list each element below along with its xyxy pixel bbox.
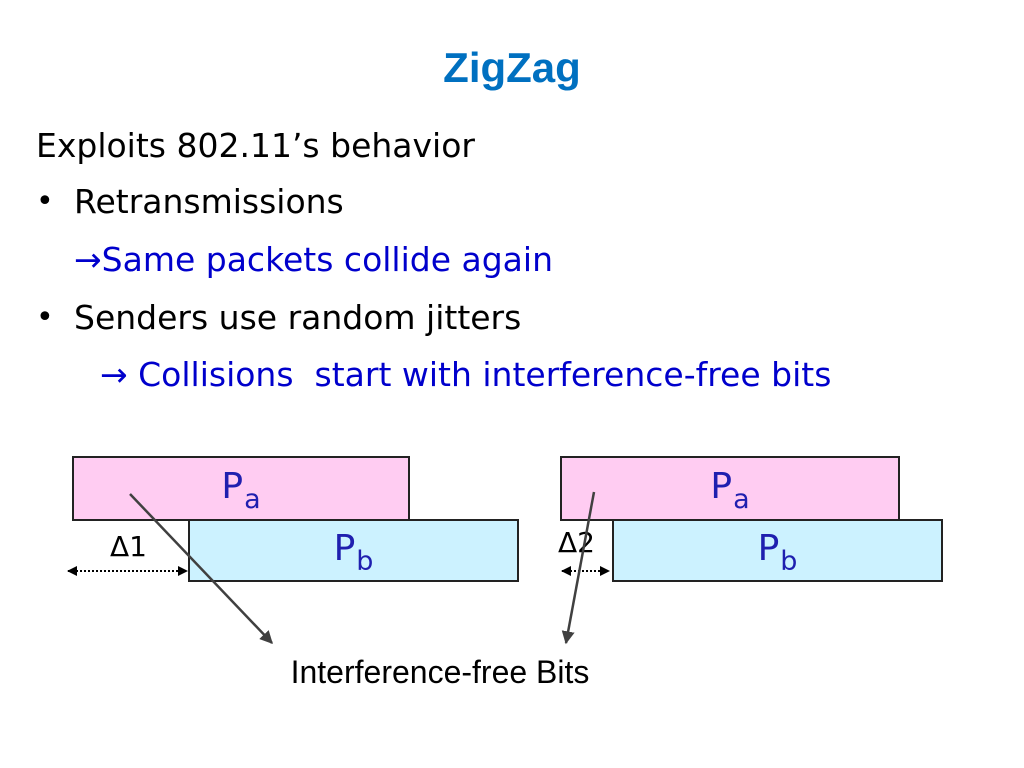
left-packet-b-box: Pb: [188, 519, 519, 582]
intro-line: Exploits 802.11’s behavior: [36, 126, 475, 165]
right-packet-b-label: Pb: [757, 528, 798, 578]
sub-point-collisions: → Collisions start with interference-fre…: [100, 355, 832, 394]
left-offset-label: Δ1: [110, 530, 147, 563]
left-packet-a-box: Pa: [72, 456, 410, 521]
label-base: P: [333, 528, 356, 569]
right-packet-b-box: Pb: [612, 519, 943, 582]
bullet-marker: •: [36, 184, 54, 219]
label-subscript: b: [780, 546, 798, 577]
right-offset-label: Δ2: [558, 526, 595, 559]
bullet-marker: •: [36, 300, 54, 335]
label-base: P: [710, 466, 733, 507]
slide-title: ZigZag: [443, 44, 581, 91]
label-base: P: [221, 466, 244, 507]
label-subscript: b: [356, 546, 374, 577]
left-packet-a-label: Pa: [221, 466, 260, 516]
right-packet-a-label: Pa: [710, 466, 749, 516]
interference-free-caption: Interference-free Bits: [290, 654, 590, 690]
bullet-retransmissions: Retransmissions: [74, 182, 344, 221]
label-subscript: a: [244, 484, 261, 515]
left-packet-b-label: Pb: [333, 528, 374, 578]
sub-point-same-packets: →Same packets collide again: [74, 240, 553, 279]
label-subscript: a: [733, 484, 750, 515]
right-packet-a-box: Pa: [560, 456, 900, 521]
bullet-random-jitters: Senders use random jitters: [74, 298, 522, 337]
label-base: P: [757, 528, 780, 569]
